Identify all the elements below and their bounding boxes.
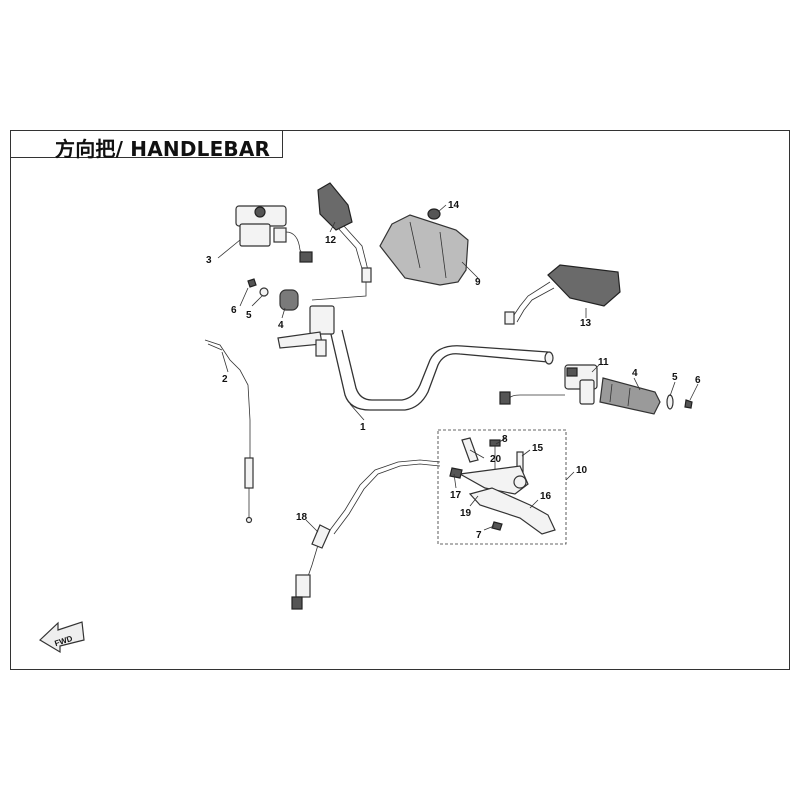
- brake-lever-assembly: [449, 437, 556, 535]
- callout-19: 19: [460, 508, 472, 519]
- callout-12: 12: [325, 235, 337, 246]
- callout-labels: 3 12 14 9 6 5 4 13 11 4 5 6 2 1 10 8 15 …: [206, 200, 701, 541]
- callout-17: 17: [450, 490, 462, 501]
- handguard: [379, 214, 469, 286]
- forward-direction-arrow: FWD: [39, 621, 85, 654]
- callout-6-left: 6: [231, 305, 237, 316]
- callout-20: 20: [490, 454, 502, 465]
- title-box: [10, 130, 283, 158]
- left-throttle: [247, 278, 335, 357]
- diagram-title: 方向把/ HANDLEBAR: [55, 137, 271, 161]
- left-control-housing: [235, 205, 313, 263]
- callout-1: 1: [360, 422, 366, 433]
- right-grip: [599, 377, 693, 415]
- cap-part-14: [427, 208, 441, 220]
- callout-13: 13: [580, 318, 592, 329]
- callout-5-right: 5: [672, 372, 678, 383]
- handlebar-tube: [329, 329, 554, 411]
- lever-assembly-box: [437, 429, 567, 545]
- callout-11: 11: [598, 357, 609, 368]
- callout-5-left: 5: [246, 310, 252, 321]
- right-mirror: [504, 264, 621, 325]
- callout-4-left: 4: [278, 320, 284, 331]
- callout-6-right: 6: [695, 375, 701, 386]
- right-switch-housing: [499, 364, 598, 405]
- callout-4-right: 4: [632, 368, 638, 379]
- callout-8: 8: [502, 434, 508, 445]
- left-mirror: [311, 182, 372, 301]
- callout-16: 16: [540, 491, 552, 502]
- callout-10: 10: [576, 465, 588, 476]
- leader-lines: [217, 204, 699, 533]
- callout-18: 18: [296, 512, 308, 523]
- callout-14: 14: [448, 200, 460, 211]
- throttle-cable: [204, 339, 254, 524]
- diagram-frame: [10, 130, 790, 670]
- brake-cable: [291, 459, 441, 610]
- callout-2: 2: [222, 374, 228, 385]
- callout-3: 3: [206, 255, 212, 266]
- callout-9: 9: [475, 277, 481, 288]
- callout-15: 15: [532, 443, 544, 454]
- callout-7: 7: [476, 530, 482, 541]
